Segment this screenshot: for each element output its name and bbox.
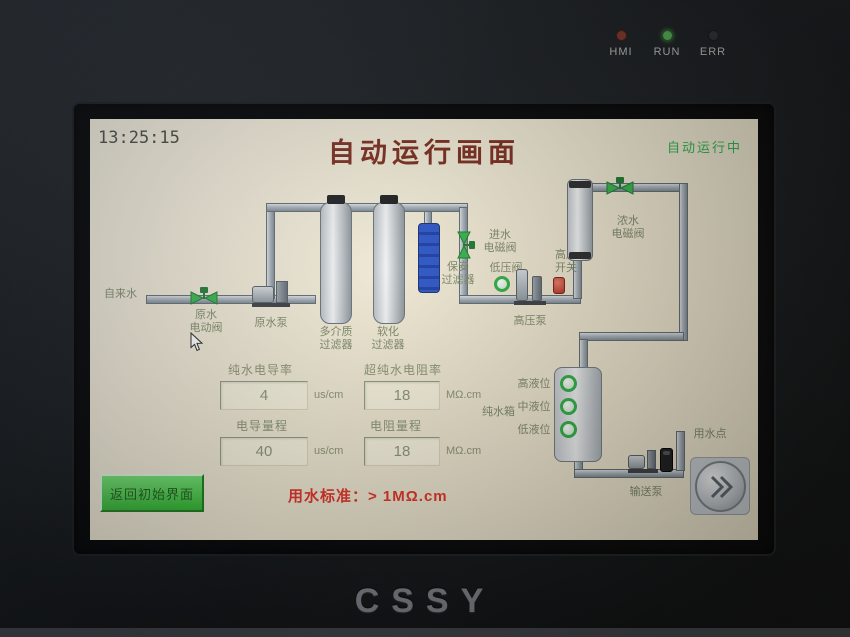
high-pressure-pump-label: 高压泵 [513,315,547,327]
back-home-button[interactable]: 返回初始界面 [100,474,204,512]
run-led-label: RUN [653,46,681,58]
level-indicator-low [560,421,577,438]
security-filter [418,223,440,293]
mouse-cursor-icon [190,332,204,352]
water-use-point-label: 用水点 [693,428,727,440]
pipe [676,431,685,471]
run-led-icon [661,30,673,41]
pure-water-tank-label: 纯水箱 [482,406,515,418]
tap-water-label: 自来水 [104,288,137,300]
resistivity-value: 18 [364,381,440,410]
low-pressure-valve-label: 低压阀 [489,262,523,274]
conductivity-unit: us/cm [314,389,344,401]
hmi-led-icon [615,30,627,41]
page-title: 自动运行画面 [328,138,520,168]
high-pressure-pump-icon [514,267,546,305]
inlet-solenoid-valve-icon [450,231,478,259]
pipe [579,332,684,341]
next-page-plate [690,457,750,515]
pipe [146,295,316,304]
conductivity-range-label: 电导量程 [236,419,289,433]
conductivity-range-unit: us/cm [314,445,344,457]
err-led-icon [707,30,719,41]
level-mid-label: 中液位 [517,401,551,413]
err-led-label: ERR [699,46,727,58]
high-pressure-switch-indicator [553,277,565,294]
raw-water-valve-icon [190,287,218,314]
multimedia-filter-label: 多介质 过滤器 [319,326,353,351]
bezel-led-panel: HMI RUN ERR [603,30,731,58]
hmi-screen: 13:25:15 自动运行画面 自动运行中 自来水 原水 电动阀 原水泵 多介质… [90,119,758,540]
ro-membrane [567,179,593,261]
concentrate-solenoid-valve-icon [606,177,634,204]
conductivity-label: 纯水电导率 [228,363,294,377]
conductivity-value: 4 [220,381,308,410]
conductivity-range-value[interactable]: 40 [220,437,308,466]
softening-filter-label: 软化 过滤器 [371,326,405,351]
multimedia-filter-tank [320,202,352,324]
pipe [579,339,588,369]
brand-logo: CSSY [354,582,496,620]
softening-filter-tank [373,202,405,324]
level-high-label: 高液位 [517,378,551,390]
led-hmi: HMI [603,30,639,58]
pipe [679,183,688,341]
next-page-button[interactable] [695,461,746,512]
led-err: ERR [695,30,731,58]
resistance-range-unit: MΩ.cm [446,445,482,457]
resistance-range-value[interactable]: 18 [364,437,440,466]
raw-water-pump-icon [252,277,290,307]
resistivity-unit: MΩ.cm [446,389,482,401]
water-standard-text: 用水标准：> 1MΩ.cm [288,488,448,505]
run-status: 自动运行中 [666,140,742,155]
raw-water-pump-label: 原水泵 [254,317,288,329]
resistance-range-label: 电阻量程 [370,419,423,433]
transfer-pump-label: 输送泵 [629,486,663,498]
raw-water-valve-label: 原水 电动阀 [189,309,223,334]
security-filter-label: 保安 过滤器 [441,261,475,286]
low-pressure-indicator [494,276,510,292]
table-edge [0,628,850,637]
pipe [266,203,468,212]
level-indicator-high [560,375,577,392]
level-indicator-mid [560,398,577,415]
level-low-label: 低液位 [517,424,551,436]
softening-filter-cap [380,195,398,204]
concentrate-solenoid-valve-label: 浓水 电磁阀 [611,215,645,240]
inlet-solenoid-valve-label: 进水 电磁阀 [483,229,517,254]
multimedia-filter-cap [327,195,345,204]
clock: 13:25:15 [98,128,180,148]
resistivity-label: 超纯水电阻率 [364,363,443,377]
hmi-led-label: HMI [609,46,633,58]
led-run: RUN [649,30,685,58]
transfer-pump-icon [628,447,658,473]
double-chevron-right-icon [710,475,733,498]
inline-filter-icon [660,448,673,472]
